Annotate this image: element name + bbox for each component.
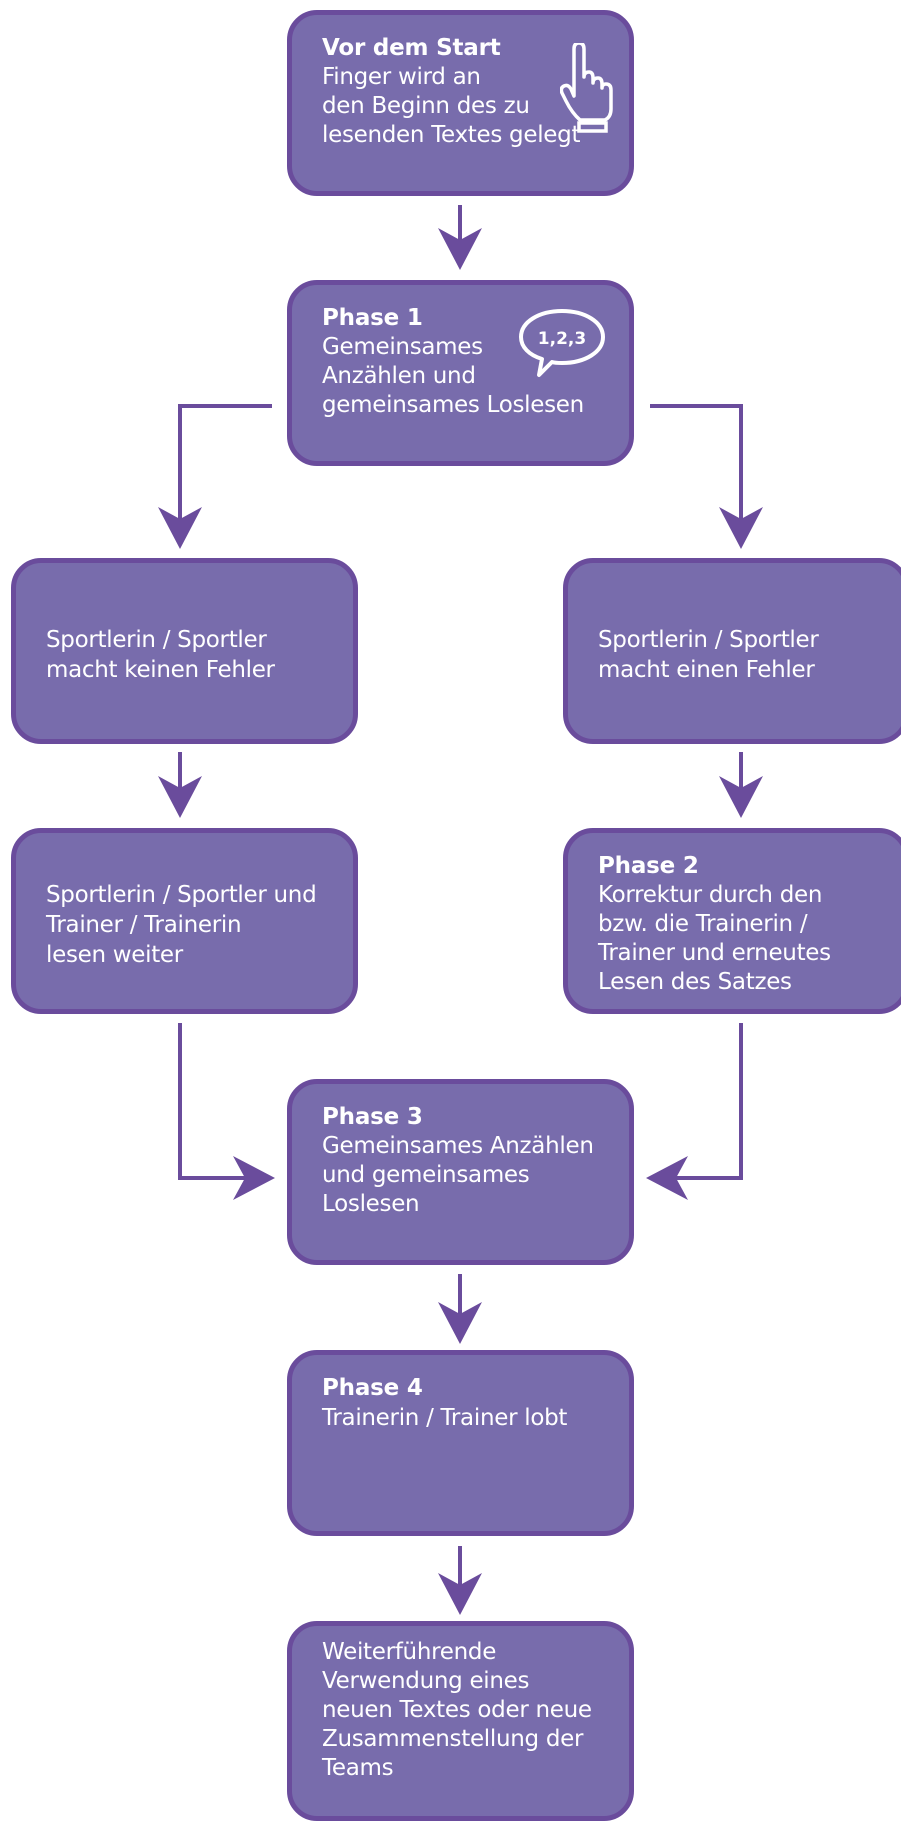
error-text: Sportlerin / Sportler macht einen Fehler	[598, 627, 819, 683]
arrowhead-start-to-phase1	[438, 228, 482, 270]
arrowhead-phase1-to-no-error	[158, 507, 202, 549]
phase1-text: Gemeinsames Anzählen und gemeinsames Los…	[322, 334, 584, 418]
arrow-phase1-to-error	[650, 404, 743, 522]
speech-bubble-icon: 1,2,3	[519, 309, 605, 377]
pointing-hand-icon	[560, 43, 613, 133]
continue-reading-box: Sportlerin / Sportler und Trainer / Trai…	[11, 828, 358, 1014]
phase1-box: Phase 1 Gemeinsames Anzählen und gemeins…	[287, 280, 634, 466]
phase4-text: Trainerin / Trainer lobt	[322, 1405, 568, 1431]
arrow-phase2-to-phase3	[672, 1023, 743, 1180]
phase3-box: Phase 3 Gemeinsames Anzählen und gemeins…	[287, 1079, 634, 1265]
phase4-title: Phase 4	[322, 1375, 423, 1401]
arrowhead-phase4-to-final	[438, 1573, 482, 1615]
continue-reading-text: Sportlerin / Sportler und Trainer / Trai…	[46, 882, 317, 968]
phase2-box: Phase 2 Korrektur durch den bzw. die Tra…	[563, 828, 901, 1014]
phase4-box: Phase 4 Trainerin / Trainer lobt	[287, 1350, 634, 1536]
phase3-title: Phase 3	[322, 1104, 423, 1130]
arrowhead-phase3-to-phase4	[438, 1302, 482, 1344]
start-box: Vor dem Start Finger wird an den Beginn …	[287, 10, 634, 196]
no-error-box: Sportlerin / Sportler macht keinen Fehle…	[11, 558, 358, 744]
phase1-title: Phase 1	[322, 305, 423, 331]
error-box: Sportlerin / Sportler macht einen Fehler	[563, 558, 901, 744]
phase3-text: Gemeinsames Anzählen und gemeinsames Los…	[322, 1133, 594, 1217]
arrowhead-phase2-to-phase3	[646, 1156, 688, 1200]
start-text: Finger wird an den Beginn des zu lesende…	[322, 64, 581, 148]
final-box: Weiterführende Verwendung eines neuen Te…	[287, 1621, 634, 1821]
phase2-title: Phase 2	[598, 853, 699, 879]
speech-bubble-label: 1,2,3	[538, 329, 586, 349]
final-text: Weiterführende Verwendung eines neuen Te…	[322, 1639, 592, 1781]
start-title: Vor dem Start	[322, 35, 501, 61]
arrowhead-phase1-to-error	[719, 507, 763, 549]
arrow-continue-to-phase3	[178, 1023, 248, 1180]
arrow-phase1-to-no-error	[178, 404, 272, 522]
arrowhead-continue-to-phase3	[233, 1156, 275, 1200]
arrowhead-no-error-to-continue	[158, 776, 202, 818]
no-error-text: Sportlerin / Sportler macht keinen Fehle…	[46, 627, 275, 683]
phase2-text: Korrektur durch den bzw. die Trainerin /…	[598, 882, 831, 995]
arrowhead-error-to-phase2	[719, 776, 763, 818]
